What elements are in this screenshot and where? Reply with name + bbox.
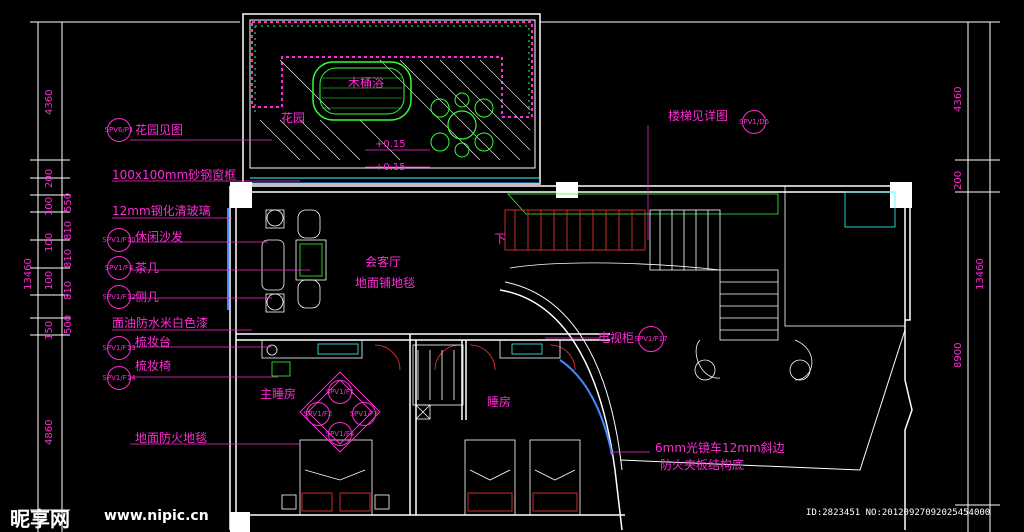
label-coffee-table: 茶几 <box>135 261 160 275</box>
dim-left-inner-5: 500 <box>63 314 74 334</box>
room-living: 会客厅 <box>365 255 402 269</box>
tag-lounge-sofa: SPV1/F10 <box>102 228 136 252</box>
dim-left-inner-3: 810 <box>63 248 74 268</box>
stairs-down: 下 <box>494 232 507 246</box>
left-dimension-lines <box>30 21 240 532</box>
tag-tv-cabinet: SPV1/F17 <box>634 326 668 352</box>
tag-stairs-detail: SPV1/D6 <box>739 110 769 134</box>
dim-left-seg-2: 200 <box>44 168 55 188</box>
label-side-table: 侧几 <box>135 290 160 304</box>
dim-left-inner-4: 810 <box>63 280 74 300</box>
room-master: 主睡房 <box>260 387 297 401</box>
dim-left-seg-7: 4860 <box>44 419 55 445</box>
room-garden: 花园 <box>281 111 306 125</box>
dim-right-seg-2: 200 <box>953 170 964 190</box>
dim-left-seg-5: 100 <box>44 270 55 290</box>
label-mirror-line2: 防火夹板结构底 <box>660 458 745 472</box>
diamond-tag-left: SPV1/F2 <box>304 402 332 426</box>
tag-side-table: SPV1/F12 <box>102 285 136 309</box>
room-bath: 木桶浴 <box>348 76 385 90</box>
tag-dresser: SPV1/F13 <box>102 336 136 360</box>
watermark-id: ID:2823451 NO:20120927092025454000 <box>806 508 991 518</box>
diamond-tag-right: SPV1/F3 <box>350 402 378 426</box>
dim-left-seg-4: 100 <box>44 232 55 252</box>
leader-lines <box>112 125 650 453</box>
label-wall-paint: 面油防水米白色漆 <box>112 316 209 330</box>
dim-left-inner-2: 810 <box>63 220 74 240</box>
level-mark-2: +0.15 <box>375 162 406 173</box>
bedroom-furniture <box>261 339 613 516</box>
label-stairs-detail: 楼梯见详图 <box>668 109 729 123</box>
label-lounge-sofa: 休闲沙发 <box>135 230 184 244</box>
label-dresser-chair: 梳妆椅 <box>135 359 172 373</box>
watermark-url: www.nipic.cn <box>104 508 209 524</box>
label-mirror-line1: 6mm光镜车12mm斜边 <box>655 441 785 455</box>
label-glass: 12mm钢化清玻璃 <box>112 204 211 218</box>
dim-right-total: 13460 <box>975 258 986 290</box>
label-window-frame: 100x100mm砂钢窗框 <box>112 168 237 182</box>
room-living-floor: 地面铺地毯 <box>355 276 416 290</box>
stairs <box>504 185 906 381</box>
room-bedroom: 睡房 <box>487 395 512 409</box>
label-fire-carpet: 地面防火地毯 <box>135 431 208 445</box>
watermark-logo: 昵享网 <box>10 507 70 531</box>
garden-terrace <box>242 13 541 185</box>
pillars <box>230 182 912 532</box>
dim-left-seg-1: 4360 <box>44 89 55 115</box>
dim-left-total: 13460 <box>23 258 34 290</box>
dim-left-seg-3: 100 <box>44 196 55 216</box>
tag-coffee-table: SPV1/F4 <box>105 256 133 280</box>
dim-right-seg-3: 8900 <box>953 342 964 368</box>
dim-right-seg-1: 4360 <box>953 86 964 112</box>
diamond-tag-top: SPV1/F1 <box>326 380 354 404</box>
level-mark-1: +0.15 <box>375 139 406 150</box>
diamond-tag-bottom: SPV1/F4 <box>326 422 354 446</box>
right-dimension-lines <box>540 21 1000 532</box>
tag-dresser-chair: SPV1/F14 <box>102 366 136 390</box>
tag-garden-detail: SPV6/P1 <box>105 118 133 142</box>
living-furniture <box>227 208 327 313</box>
label-garden-detail: 花园见图 <box>135 123 184 137</box>
label-dresser: 梳妆台 <box>135 335 172 349</box>
dim-left-seg-6: 150 <box>44 320 55 340</box>
label-tv-cabinet: 电视柜 <box>598 331 635 345</box>
dim-left-inner-1: 550 <box>63 192 74 212</box>
